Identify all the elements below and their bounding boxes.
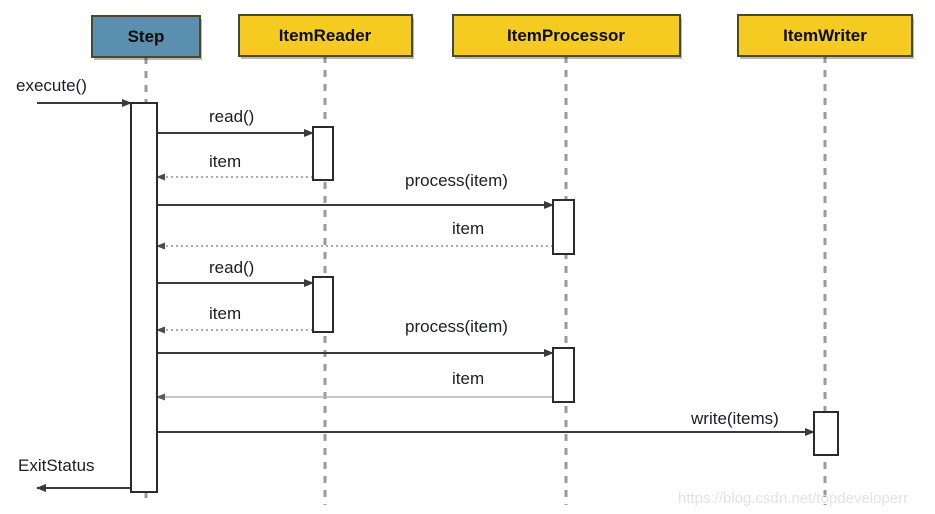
activation-bar-process1-activation bbox=[552, 199, 575, 255]
activations-group bbox=[130, 102, 839, 493]
participant-label-itemprocessor: ItemProcessor bbox=[507, 26, 625, 45]
activation-bar-write-activation bbox=[813, 411, 839, 456]
message-label-exitstatus: ExitStatus bbox=[18, 456, 95, 475]
message-label-process-1: process(item) bbox=[405, 171, 508, 190]
participant-label-itemreader: ItemReader bbox=[279, 26, 372, 45]
message-label-item-1: item bbox=[209, 152, 241, 171]
message-label-read-2: read() bbox=[209, 258, 254, 277]
participant-box-itemwriter[interactable] bbox=[737, 14, 913, 57]
participant-box-step[interactable] bbox=[91, 15, 201, 58]
activation-bar-read2-activation bbox=[312, 276, 334, 333]
participant-itemwriter[interactable]: ItemWriter bbox=[737, 14, 914, 59]
message-label-read-1: read() bbox=[209, 107, 254, 126]
participant-step[interactable]: Step bbox=[91, 15, 202, 60]
participant-label-step: Step bbox=[128, 27, 165, 46]
activation-bar-process2-activation bbox=[552, 347, 575, 403]
message-label-write: write(items) bbox=[690, 409, 779, 428]
message-label-execute: execute() bbox=[16, 76, 87, 95]
participants-group: Step ItemReader ItemProcessor ItemWriter bbox=[91, 14, 914, 60]
message-label-item-4: item bbox=[452, 369, 484, 388]
participant-box-itemreader[interactable] bbox=[238, 14, 413, 57]
activation-bar-step-activation bbox=[130, 102, 158, 493]
participant-itemreader[interactable]: ItemReader bbox=[238, 14, 414, 59]
watermark-text: https://blog.csdn.net/topdeveloperr bbox=[678, 490, 908, 507]
message-label-item-2: item bbox=[452, 219, 484, 238]
message-label-process-2: process(item) bbox=[405, 317, 508, 336]
message-label-item-3: item bbox=[209, 304, 241, 323]
participant-label-itemwriter: ItemWriter bbox=[783, 26, 867, 45]
message-labels-group: execute() read() item process(item) item read… bbox=[16, 76, 779, 475]
activation-bar-read1-activation bbox=[312, 126, 334, 181]
participant-box-itemprocessor[interactable] bbox=[452, 14, 681, 57]
messages-group bbox=[36, 99, 815, 492]
participant-itemprocessor[interactable]: ItemProcessor bbox=[452, 14, 682, 59]
watermark: https://blog.csdn.net/topdeveloperr bbox=[678, 490, 908, 507]
